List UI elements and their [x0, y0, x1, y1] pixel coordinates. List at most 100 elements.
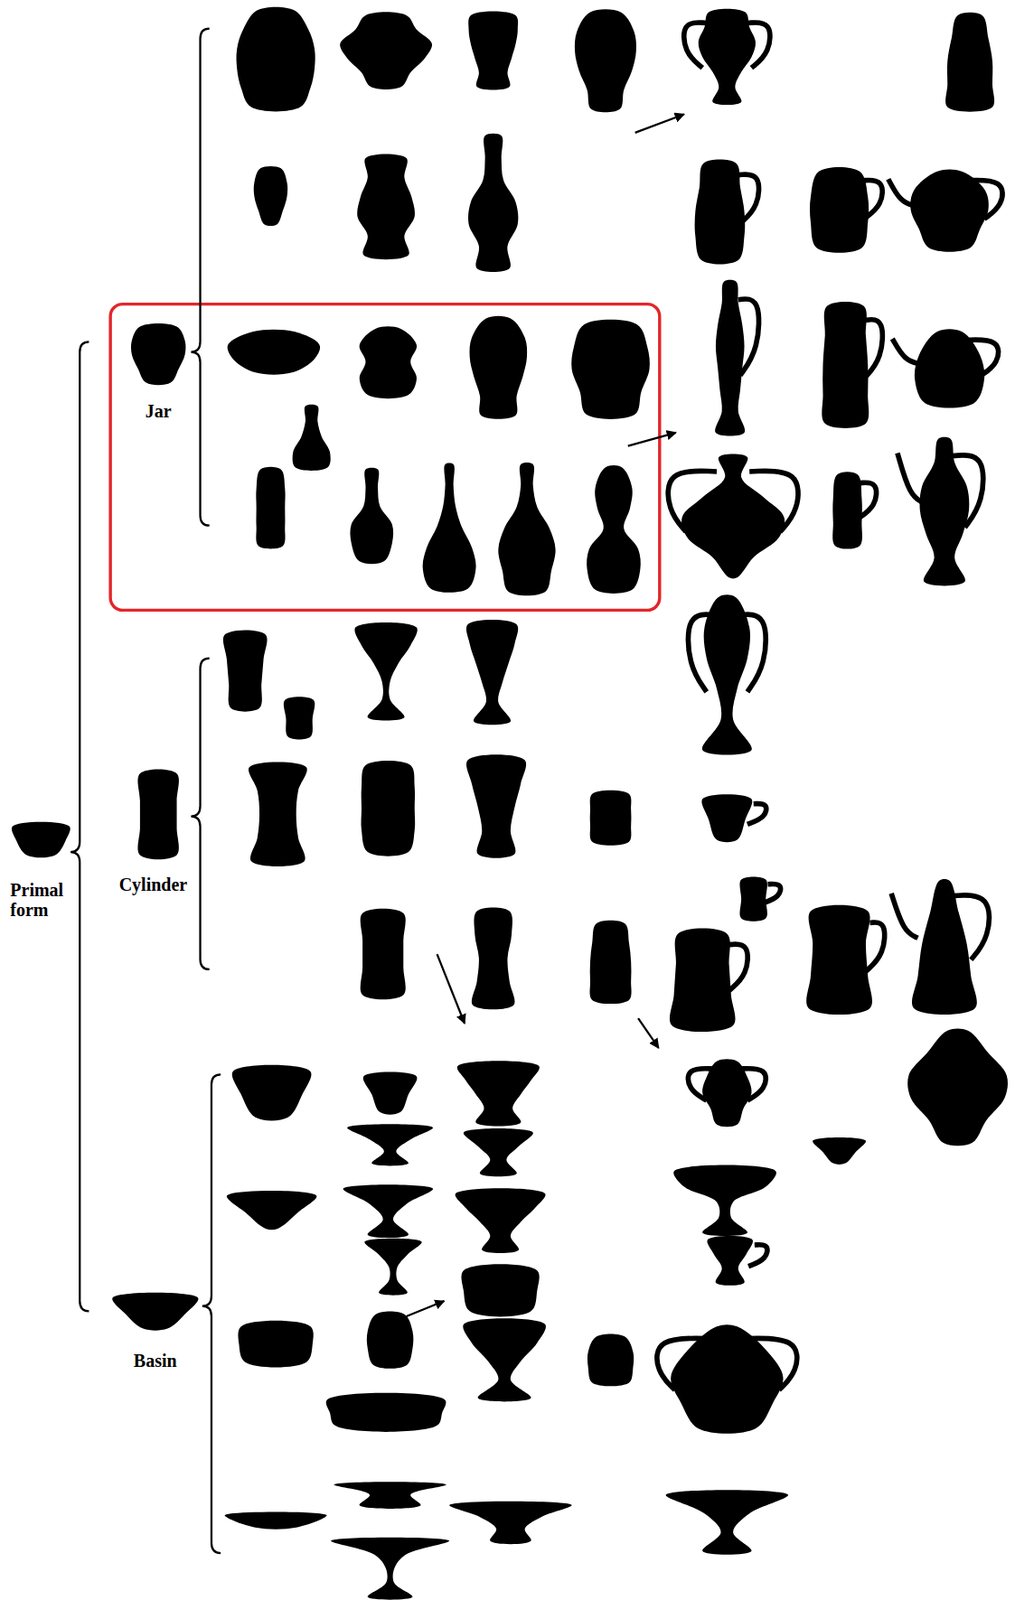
vessel-silhouette	[137, 769, 179, 860]
vessel-silhouette	[806, 905, 873, 1015]
vessel-silhouette	[920, 437, 970, 587]
vessel-silhouette	[695, 159, 746, 265]
vessel-silhouette	[283, 696, 315, 740]
vessel-silhouette	[354, 622, 417, 722]
vessel-handle	[864, 319, 884, 380]
vessel-silhouette	[326, 1393, 447, 1433]
evolution-arrow	[635, 114, 685, 133]
vessel-silhouette	[248, 761, 308, 867]
vessel-silhouettes	[11, 7, 1008, 1600]
vessel-silhouette	[343, 1184, 433, 1239]
vessel-silhouette	[292, 404, 331, 471]
vessel-silhouette	[471, 907, 516, 1010]
curly-brace	[202, 1074, 221, 1554]
vessel-silhouette	[112, 1293, 198, 1332]
vessel-handle	[687, 614, 717, 693]
vessel-silhouette	[357, 153, 415, 260]
vessel-handle	[739, 1338, 798, 1391]
vessel-handle	[667, 470, 717, 532]
vessel-handle	[739, 1069, 766, 1101]
vessel-silhouette	[255, 467, 285, 550]
group-label: Primal form	[9, 880, 76, 921]
evolution-arrow	[406, 1301, 445, 1317]
vessel-silhouette	[673, 1165, 777, 1237]
vessel-silhouette	[469, 316, 528, 420]
vessel-silhouette	[669, 928, 736, 1033]
vessel-silhouette	[227, 329, 320, 376]
vessel-handle	[865, 922, 885, 972]
vessel-silhouette	[359, 326, 418, 399]
vessel-silhouette	[586, 465, 641, 594]
vessel-silhouette	[366, 1312, 414, 1370]
curly-brace	[190, 658, 209, 970]
vessel-silhouette	[226, 1191, 318, 1231]
vessel-silhouette	[235, 7, 315, 113]
vessel-handle	[737, 614, 767, 693]
vessel-silhouette	[666, 1490, 790, 1556]
vessel-handle	[657, 1338, 715, 1391]
group-label: Jar	[145, 401, 172, 422]
vessel-silhouette	[698, 9, 756, 105]
vessel-handle	[687, 1069, 715, 1101]
vessel-handle	[888, 178, 915, 207]
vessel-silhouette	[498, 462, 555, 596]
vessel-silhouette	[714, 280, 745, 437]
vessel-silhouette	[821, 301, 869, 429]
vessel-handle	[952, 455, 984, 528]
vessel-silhouette	[945, 12, 995, 113]
vessel-silhouette	[812, 1137, 866, 1166]
vessel-handle	[963, 339, 998, 376]
vessel-silhouette	[706, 1236, 753, 1287]
highlight-frame	[110, 304, 660, 611]
vessel-silhouette	[349, 468, 394, 564]
vessel-silhouette	[468, 133, 518, 273]
vessel-silhouette	[832, 471, 863, 549]
vessel-silhouette	[330, 1538, 450, 1600]
group-label: Cylinder	[119, 874, 188, 895]
vessel-silhouette	[457, 1061, 540, 1127]
curly-brace	[70, 341, 89, 1312]
evolution-arrow	[437, 954, 465, 1025]
vessel-silhouette	[460, 1264, 539, 1317]
vessel-silhouette	[463, 1128, 534, 1177]
vessel-silhouette	[360, 909, 406, 1001]
evolution-arrow	[638, 1018, 659, 1049]
vessel-handle	[897, 452, 924, 503]
vessel-silhouette	[339, 11, 433, 90]
vessel-silhouette	[590, 921, 632, 1005]
vessel-handle	[738, 174, 760, 224]
vessel-silhouette	[237, 1321, 313, 1369]
vessel-silhouette	[422, 463, 477, 593]
vessel-handle	[748, 1245, 768, 1268]
vessel-handles	[657, 22, 1003, 1391]
vessel-silhouette	[809, 167, 869, 254]
vessel-handle	[747, 804, 767, 826]
vessel-handle	[951, 895, 990, 960]
vessel-silhouette	[253, 166, 288, 226]
evolution-arrows	[406, 114, 685, 1318]
evolution-arrow	[628, 432, 677, 447]
vessel-handle	[761, 884, 781, 905]
vessel-silhouette	[574, 9, 637, 113]
vessel-silhouette	[131, 323, 187, 386]
vessel-handle	[729, 944, 749, 991]
vessel-silhouette	[468, 10, 518, 90]
vessel-silhouette	[449, 1502, 573, 1545]
vessel-silhouette	[364, 1239, 422, 1297]
vessel-silhouette	[347, 1124, 433, 1166]
vessel-silhouette	[907, 1028, 1008, 1147]
group-label: Basin	[133, 1351, 178, 1372]
vessel-silhouette	[466, 754, 527, 858]
vessel-silhouette	[363, 1072, 418, 1116]
braces	[70, 28, 221, 1554]
curly-brace	[190, 28, 209, 527]
vessel-silhouette	[462, 1318, 546, 1402]
vessel-silhouette	[571, 319, 650, 420]
vessel-handle	[738, 299, 760, 376]
vessel-silhouette	[333, 1482, 446, 1510]
vessel-silhouette	[360, 761, 415, 857]
vessel-handle	[747, 22, 771, 68]
vessel-silhouette	[739, 876, 767, 922]
vessel-silhouette	[701, 794, 752, 843]
